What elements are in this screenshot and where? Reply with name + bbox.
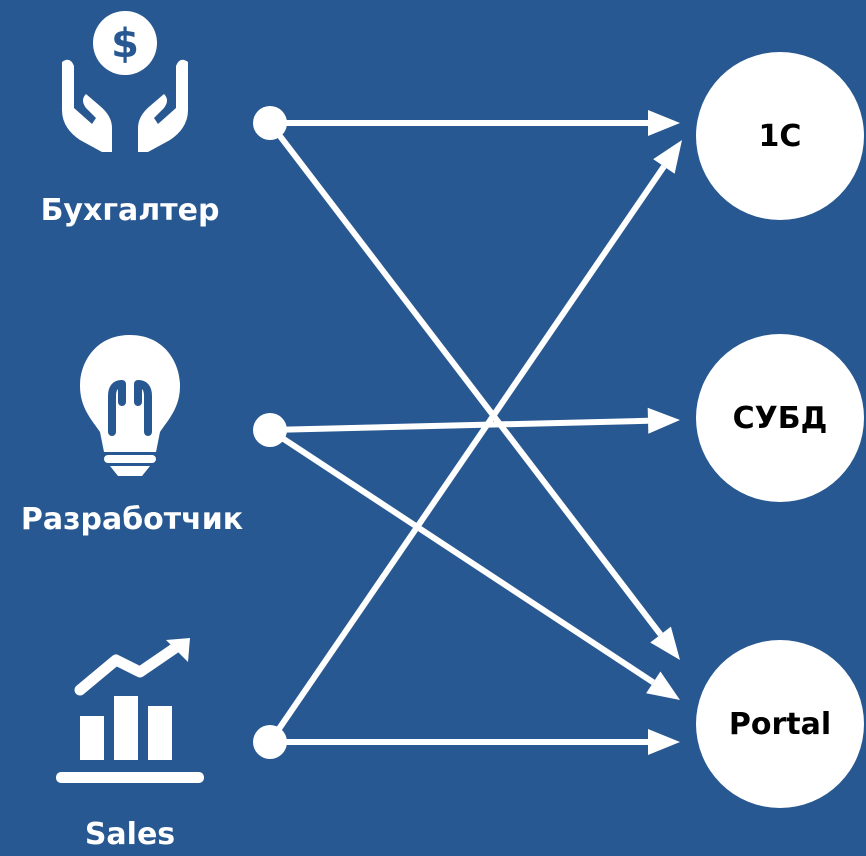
lightbulb-icon bbox=[80, 335, 180, 476]
system-node-portal: Portal bbox=[696, 640, 864, 808]
connection-arrow-accountant-1c bbox=[270, 110, 680, 136]
system-label-portal: Portal bbox=[728, 706, 832, 742]
arrow-head bbox=[647, 407, 680, 434]
connection-arrow-developer-portal bbox=[268, 427, 680, 700]
role-label-sales: Sales bbox=[84, 817, 176, 852]
money-hands-icon: $ bbox=[62, 11, 188, 152]
svg-text:$: $ bbox=[111, 21, 139, 67]
arrow-line bbox=[269, 417, 649, 433]
connection-arrow-sales-portal bbox=[270, 729, 680, 755]
role-label-developer: Разработчик bbox=[20, 502, 244, 537]
arrow-line bbox=[268, 427, 655, 685]
system-node-1c: 1C bbox=[696, 52, 864, 220]
arrow-head bbox=[648, 110, 680, 136]
system-label-1c: 1C bbox=[758, 118, 802, 154]
source-dot-sales bbox=[253, 725, 287, 759]
connection-arrow-accountant-portal bbox=[267, 121, 680, 660]
arrow-head bbox=[653, 140, 682, 174]
source-dot-developer bbox=[253, 413, 287, 447]
arrow-line bbox=[267, 121, 663, 637]
connection-arrow-sales-1c bbox=[267, 140, 682, 744]
arrow-line bbox=[267, 164, 667, 744]
system-label-dbms: СУБД bbox=[732, 400, 828, 436]
arrow-head bbox=[646, 671, 680, 700]
connection-arrow-developer-dbms bbox=[269, 407, 680, 434]
arrow-head bbox=[650, 626, 680, 660]
source-dot-accountant bbox=[253, 106, 287, 140]
growth-chart-icon bbox=[56, 638, 204, 783]
system-node-dbms: СУБД bbox=[696, 334, 864, 502]
arrow-head bbox=[648, 729, 680, 755]
role-label-accountant: Бухгалтер bbox=[40, 193, 220, 228]
